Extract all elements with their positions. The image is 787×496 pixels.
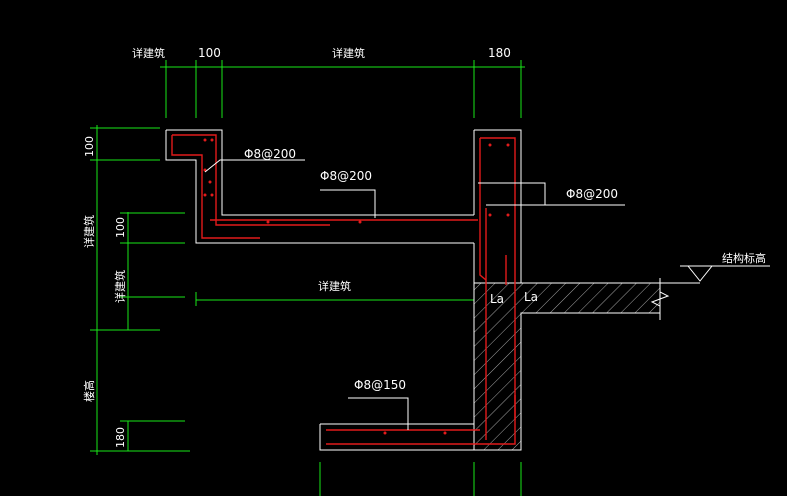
left-dimension-chain — [90, 125, 190, 455]
leader-lines — [204, 159, 625, 430]
struct-elevation-label: 结构标高 — [722, 251, 766, 265]
mid-dim-label: 详建筑 — [318, 279, 351, 293]
left-dim-height-label: 楼高 — [82, 380, 96, 402]
rebar-top-left-label: Φ8@200 — [244, 147, 296, 161]
anchor-la1-label: La — [490, 292, 504, 306]
mid-dimension — [195, 292, 475, 306]
left-dim-jianzhu2-label: 详建筑 — [113, 270, 127, 303]
top-dim-left-label: 详建筑 — [132, 46, 165, 60]
top-dim-mid-label: 详建筑 — [332, 46, 365, 60]
top-dim-100-label: 100 — [198, 46, 221, 60]
hatched-structure — [473, 282, 661, 451]
left-dim-jianzhu1-label: 详建筑 — [82, 215, 96, 248]
left-dim-100a-label: 100 — [83, 136, 96, 157]
rebar-top-mid-label: Φ8@200 — [320, 169, 372, 183]
left-dim-100b-label: 100 — [114, 217, 127, 238]
break-line — [650, 278, 670, 320]
elevation-marker — [660, 265, 770, 284]
rebar-group — [171, 134, 516, 445]
top-dim-180-label: 180 — [488, 46, 511, 60]
rebar-right-label: Φ8@200 — [566, 187, 618, 201]
bottom-dimension-stubs — [319, 462, 522, 496]
left-dim-180-label: 180 — [114, 427, 127, 448]
top-dimension-chain — [160, 60, 525, 118]
rebar-bottom-label: Φ8@150 — [354, 378, 406, 392]
anchor-la2-label: La — [524, 290, 538, 304]
